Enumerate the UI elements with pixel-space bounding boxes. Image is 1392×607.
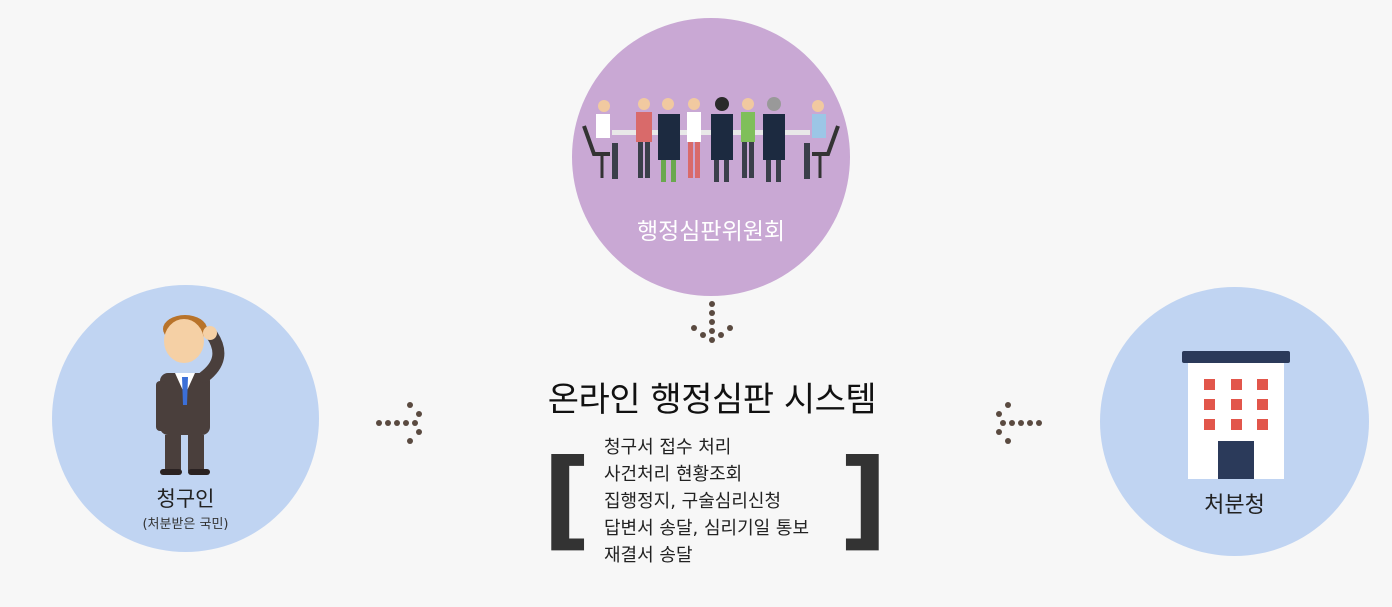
building-icon bbox=[1182, 351, 1290, 479]
arrow-down-icon bbox=[691, 301, 733, 343]
claimant-label: 청구인 bbox=[156, 487, 215, 511]
agency-circle: 처분청 bbox=[1100, 287, 1369, 556]
businessman-icon bbox=[156, 315, 225, 475]
function-list: 청구서 접수 처리 사건처리 현황조회 집행정지, 구술심리신청 답변서 송달,… bbox=[604, 434, 809, 569]
right-bracket: ] bbox=[838, 437, 888, 562]
left-bracket: [ bbox=[542, 437, 592, 562]
committee-circle: 행정심판위원회 bbox=[572, 18, 850, 296]
meeting-people-icon bbox=[582, 97, 840, 182]
list-item: 청구서 접수 처리 bbox=[604, 437, 732, 458]
agency-label: 처분청 bbox=[1204, 493, 1265, 518]
list-item: 사건처리 현황조회 bbox=[604, 464, 743, 485]
arrow-left-icon bbox=[996, 402, 1042, 444]
system-title: 온라인 행정심판 시스템 bbox=[547, 380, 877, 420]
list-item: 답변서 송달, 심리기일 통보 bbox=[604, 518, 810, 539]
list-item: 재결서 송달 bbox=[604, 545, 693, 566]
system-functions: [ 청구서 접수 처리 사건처리 현황조회 집행정지, 구술심리신청 답변서 송… bbox=[542, 432, 888, 574]
claimant-circle: 청구인 (처분받은 국민) bbox=[52, 285, 319, 552]
arrow-right-icon bbox=[376, 402, 422, 444]
list-item: 집행정지, 구술심리신청 bbox=[604, 491, 782, 512]
claimant-sublabel: (처분받은 국민) bbox=[142, 517, 229, 532]
committee-label: 행정심판위원회 bbox=[636, 219, 786, 245]
